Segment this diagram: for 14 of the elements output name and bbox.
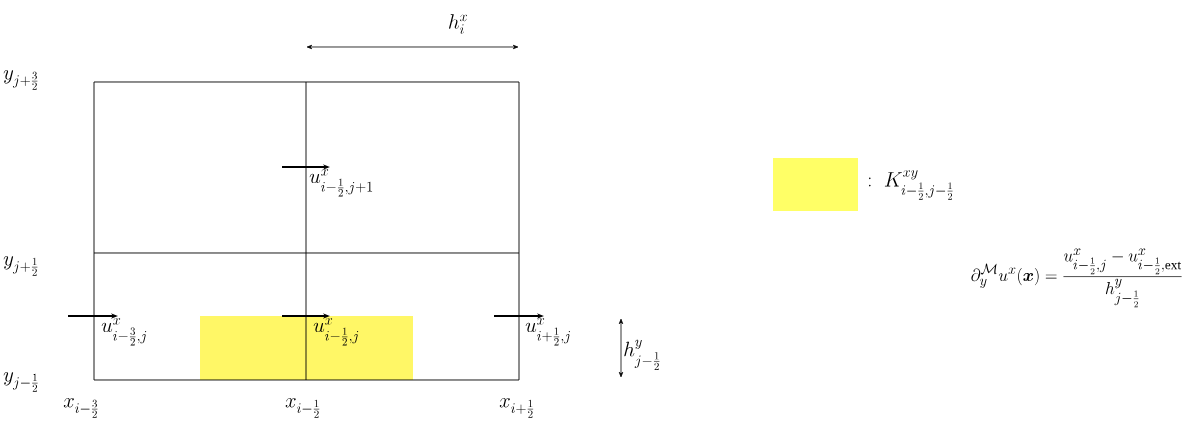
math-label: $y_{j-\frac{1}{2}}$ [3, 372, 38, 392]
math-label: $u^x_{i-\frac{3}{2},j}$ [101, 318, 147, 346]
math-label: $u^x_{i-\frac{1}{2},j+1}$ [309, 169, 373, 197]
math-label: $u^x_{i-\frac{1}{2},j}$ [313, 318, 359, 346]
math-label: $h_i^x$ [449, 14, 467, 34]
math-label: $x_{i-\frac{3}{2}}$ [63, 398, 98, 418]
formula: $\partial_y^{\mathcal{M}} u^x(\boldsymbol{x}) = \frac{u^x_{i-\frac{1}{2},j} - u^x_{i-\frac{1}{2},\mathrm{ext}}}{h^y_{j-\frac{1}{2}}}$ [971, 248, 1182, 308]
legend-label: $:\; K^{xy}_{i-\frac{1}{2},j-\frac{1}{2}}$ [868, 170, 953, 200]
math-label: $h^y_{j-\frac{1}{2}}$ [624, 339, 660, 370]
math-label: $y_{j+\frac{1}{2}}$ [3, 256, 38, 276]
math-label: $y_{j+\frac{3}{2}}$ [3, 70, 38, 90]
math-label: $u^x_{i+\frac{1}{2},j}$ [525, 318, 570, 346]
math-label: $x_{i+\frac{1}{2}}$ [499, 398, 534, 418]
math-label: $x_{i-\frac{1}{2}}$ [285, 398, 320, 418]
